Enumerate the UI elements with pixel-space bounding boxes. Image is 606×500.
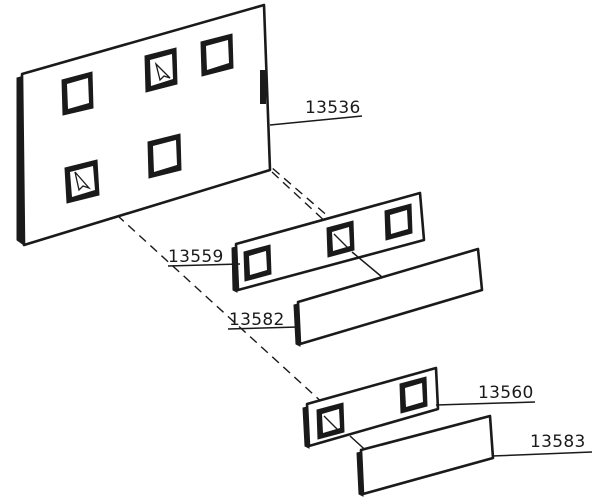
lower-frame-window-left: [316, 402, 345, 440]
upper-frame: [231, 191, 426, 293]
part-label-13559: 13559: [168, 247, 224, 267]
arrow-cursor-icon: [154, 61, 171, 82]
right-mounting-bracket: [260, 70, 266, 104]
part-label-13582: 13582: [229, 310, 285, 330]
panel-window-5: [147, 133, 182, 179]
panel-window-3: [200, 33, 234, 77]
leader-line-13583: [491, 451, 593, 457]
upper-frame-to-strip-line: [351, 251, 383, 278]
upper-frame-window-left: [243, 244, 272, 282]
upper-strip-face: [296, 247, 484, 346]
leader-line-13536: [269, 115, 363, 126]
panel-window-4: [64, 159, 100, 204]
lower-frame: [302, 366, 440, 449]
upper-frame-window-right: [384, 203, 413, 241]
diagonal-mark-icon: [323, 415, 339, 431]
upper-strip: [293, 247, 484, 347]
lower-strip: [356, 414, 495, 497]
leader-line-13560: [435, 401, 536, 406]
lower-strip-face: [359, 414, 495, 496]
arrow-cursor-icon: [74, 171, 92, 192]
main-panel-face: [20, 3, 272, 247]
left-mounting-bracket: [18, 140, 23, 170]
panel-window-2: [144, 47, 178, 93]
part-label-13560: 13560: [478, 383, 534, 403]
upper-frame-window-middle: [326, 220, 355, 258]
diagonal-mark-icon: [333, 233, 349, 249]
leader-line-13559: [167, 263, 241, 267]
lower-frame-window-right: [399, 376, 428, 414]
part-label-13536: 13536: [305, 98, 361, 118]
panel-window-1: [61, 71, 94, 116]
guide-line-lower: [94, 194, 326, 406]
guide-line-upper-right: [271, 171, 329, 225]
leader-line-13582: [227, 326, 299, 330]
main-panel: [16, 3, 272, 247]
leader-lines: [167, 115, 593, 457]
part-label-13583: 13583: [530, 432, 586, 452]
